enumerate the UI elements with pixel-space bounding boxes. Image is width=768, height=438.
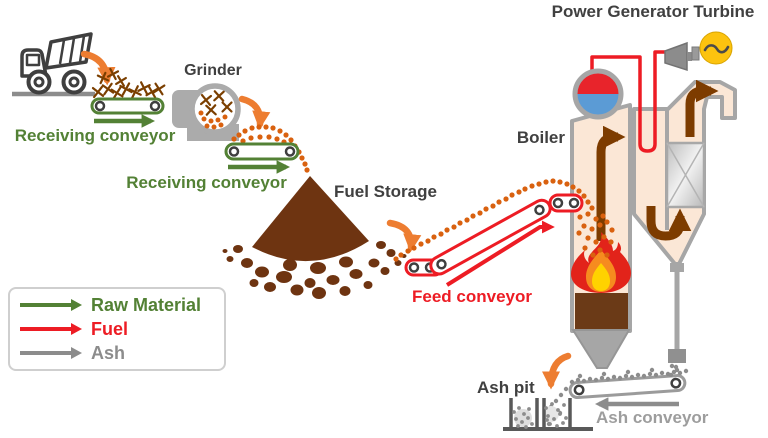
ash-pit-bins: [503, 398, 593, 431]
furnace-hopper: [571, 329, 631, 369]
page-title: Power Generator Turbine: [551, 2, 755, 21]
ash-pipe-outlet-box: [668, 349, 686, 363]
receiving-conveyor-1-belt: [90, 97, 165, 115]
ash-dots-pit: [512, 402, 568, 429]
furnace-fuel-bed: [575, 293, 628, 330]
legend-fuel-arrow-icon: [20, 323, 82, 335]
steam-drum: [572, 68, 624, 120]
transfer-arrow-truck-to-conveyor: [80, 50, 116, 86]
fuel-dots-incline: [393, 178, 595, 262]
grinder-fuel-dots: [198, 110, 228, 130]
feed-conveyor-arrow: [445, 220, 555, 287]
raw-material-xmarks-belt: [91, 81, 166, 100]
dump-truck: [12, 32, 95, 97]
generator-tilde-icon: [703, 44, 730, 54]
legend-ash-arrow-icon: [20, 347, 82, 359]
legend-raw-material-arrow-icon: [20, 299, 82, 311]
feed-conveyor-incline-belt: [429, 198, 552, 276]
flue-gas-arrow-exit: [685, 79, 719, 137]
label-ash-conveyor: Ash conveyor: [596, 408, 709, 427]
flue-gas-arrow-u-turn: [646, 206, 692, 241]
steam-pipe-superheater: [590, 50, 665, 153]
flue-gas-arrow-furnace: [596, 125, 626, 241]
fuel-dots-furnace: [576, 211, 615, 258]
ash-hopper-neck: [670, 263, 684, 272]
steam-turbine: [664, 41, 688, 72]
transfer-arrow-grinder-to-conveyor: [238, 95, 271, 130]
legend-box: Raw Material Fuel Ash: [8, 287, 226, 371]
legend-ash-label: Ash: [91, 342, 126, 363]
feed-conveyor-upper-belt: [548, 193, 584, 213]
label-grinder: Grinder: [184, 62, 242, 79]
ash-conveyor-belt: [568, 374, 687, 400]
ash-dots-belt: [569, 363, 689, 385]
legend-item-ash: Ash: [10, 343, 224, 363]
label-receiving-conveyor-1: Receiving conveyor: [14, 126, 176, 145]
transfer-arrow-hopper-to-ashpit: [541, 352, 572, 390]
label-fuel-storage: Fuel Storage: [334, 182, 437, 201]
label-boiler: Boiler: [516, 128, 565, 147]
label-ash-pit: Ash pit: [477, 378, 535, 397]
raw-material-xmarks-dropzone: [96, 67, 127, 87]
receiving-conveyor-2-belt: [224, 142, 300, 161]
label-receiving-conveyor-2: Receiving conveyor: [126, 173, 287, 192]
heat-exchanger: [665, 141, 706, 209]
turbine-shaft: [687, 46, 700, 61]
legend-raw-material-label: Raw Material: [91, 294, 202, 315]
truck-window: [25, 53, 41, 67]
truck-bed-hatch: [58, 35, 86, 65]
grinder-xmarks: [199, 90, 233, 116]
legend-item-fuel: Fuel: [10, 319, 224, 339]
legend-fuel-label: Fuel: [91, 318, 129, 339]
furnace-flame: [571, 232, 631, 293]
label-feed-conveyor: Feed conveyor: [412, 287, 532, 306]
transfer-arrow-pile-to-feed: [386, 219, 422, 253]
legend-item-raw-material: Raw Material: [10, 295, 224, 315]
